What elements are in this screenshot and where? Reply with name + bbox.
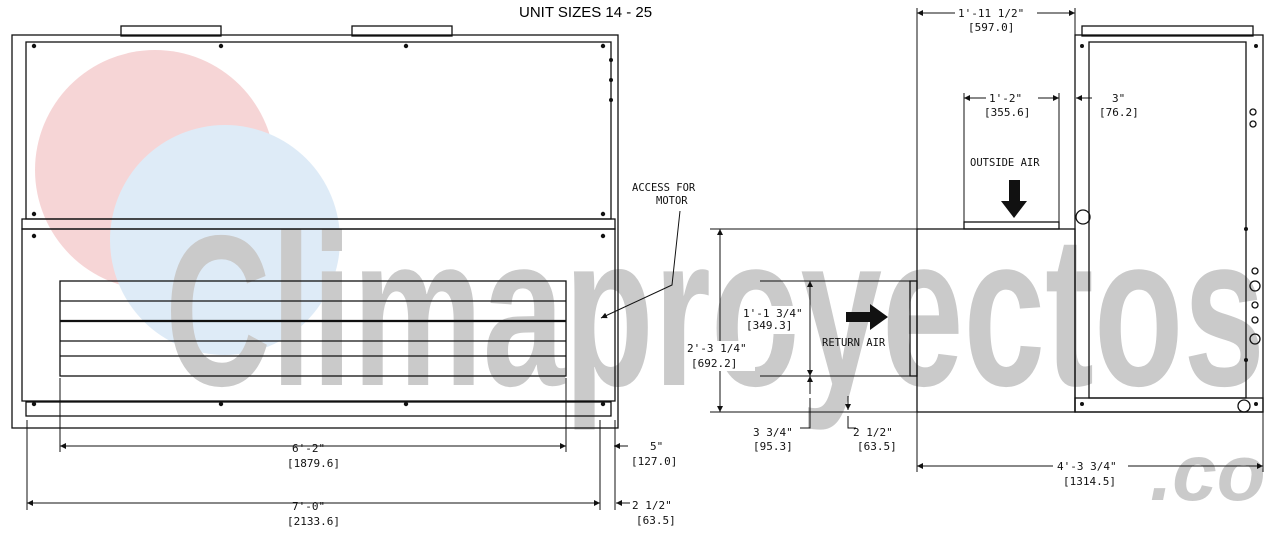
dim-grille-ft: 6'-2" [292,442,325,455]
dim-side-top-mm: [597.0] [968,21,1014,34]
side-port [1237,399,1251,413]
side-bolts [1080,44,1258,406]
return-air-label: RETURN AIR [822,337,886,349]
dim-text-bg [685,341,755,371]
dim-total-mm: [2133.6] [287,515,340,528]
side-port [1249,280,1261,292]
dim-bottom-offset-mm: [95.3] [753,440,793,453]
return-air-arrow-icon [846,304,888,330]
watermark-text: Climaproyectos [165,190,1265,431]
top-flange-left [120,25,222,37]
access-label-line1: ACCESS FOR [632,182,696,194]
dim-return-height-ft: 1'-1 3/4" [743,307,803,320]
dim-side-top-ft: 1'-11 1/2" [958,7,1024,20]
front-view [11,25,619,510]
dim-total-height-mm: [692.2] [691,357,737,370]
watermark: Climaproyectos .co [35,50,1266,517]
return-grille [59,280,567,377]
dim-side-width-ft: 4'-3 3/4" [1057,460,1117,473]
outside-air-arrow-icon [1001,180,1027,218]
side-view [710,8,1264,472]
dim-right-gap-mm: [127.0] [631,455,677,468]
side-port [1251,301,1259,309]
dim-offset-ft: 3" [1112,92,1125,105]
page-title: UNIT SIZES 14 - 25 [519,4,652,21]
dim-right-margin-mm: [63.5] [636,514,676,527]
dim-total-ft: 7'-0" [292,500,325,513]
lower-panel [21,228,616,402]
dim-text-bg [745,306,803,334]
dim-right-gap-ft: 5" [650,440,663,453]
watermark-logo-red [35,50,275,290]
dim-bottom-gap-ft: 2 1/2" [853,426,893,439]
outside-air-label: OUTSIDE AIR [970,157,1040,169]
dim-text-bg [1053,459,1128,472]
dim-bottom-gap-mm: [63.5] [857,440,897,453]
access-label-line2: MOTOR [656,195,688,207]
side-port [1249,120,1257,128]
dim-leader-bottom-gap [847,416,856,429]
dim-offset-mm: [76.2] [1099,106,1139,119]
outer-frame [11,34,619,429]
bottom-rail [25,401,612,417]
return-air-collar [909,280,918,377]
side-port [1249,108,1257,116]
side-port [1251,267,1259,275]
dim-text-bg [986,91,1038,104]
watermark-logo-blue [110,125,340,355]
dim-text-bg [955,5,1037,19]
dim-total-height-ft: 2'-3 1/4" [687,342,747,355]
dim-grille-mm: [1879.6] [287,457,340,470]
side-top-flange [1081,25,1254,37]
dim-side-width-mm: [1314.5] [1063,475,1116,488]
dim-leader-bottom-offset [800,398,811,429]
watermark-suffix: .co [1150,428,1266,517]
dim-outside-air-ft: 1'-2" [989,92,1022,105]
side-port [1251,316,1259,324]
dim-outside-air-mm: [355.6] [984,106,1030,119]
side-bottom-rail [1074,397,1264,413]
side-knockout [1075,209,1091,225]
top-flange-right [351,25,453,37]
dim-bottom-offset-ft: 3 3/4" [753,426,793,439]
dim-right-margin-ft: 2 1/2" [632,499,672,512]
dim-return-height-mm: [349.3] [746,319,792,332]
access-leader [600,210,681,319]
side-port [1249,333,1261,345]
front-bolts [31,43,613,407]
